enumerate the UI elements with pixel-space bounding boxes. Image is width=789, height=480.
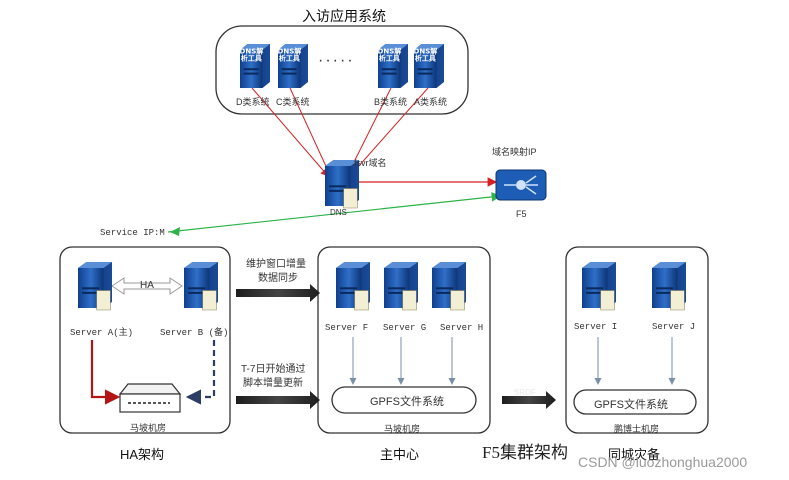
- ha-room-label: 马坡机房: [130, 423, 167, 433]
- server-b-icon: [184, 262, 218, 311]
- server-caption-line1: DNS解: [414, 47, 438, 56]
- main-room-label: 马坡机房: [384, 424, 421, 434]
- server-caption-line1: DNS解: [240, 47, 264, 56]
- sync-maintenance-line1: 维护窗口增量: [246, 259, 306, 270]
- server-f-label: Server F: [325, 323, 369, 333]
- server-caption-line2: 析工具: [415, 54, 436, 63]
- ha-link-label: HA: [140, 280, 154, 291]
- f5-cluster-caption: F5集群架构: [482, 443, 568, 462]
- dr-gpfs-box: [573, 389, 697, 415]
- server-caption-line2: 析工具: [279, 54, 300, 63]
- system-label-b: B类系统: [374, 97, 408, 107]
- server-i-icon: [582, 262, 616, 311]
- server-i-label: Server I: [574, 322, 618, 332]
- service-ip-return-line: [167, 192, 502, 233]
- dr-caption: 同城灾备: [608, 447, 661, 462]
- server-f-icon: [336, 262, 370, 311]
- primary-write-line: [90, 340, 121, 405]
- sync-t7-line2: 脚本增量更新: [243, 378, 303, 389]
- dns-label: DNS: [330, 208, 347, 217]
- ellipsis: ·····: [318, 52, 355, 69]
- main-caption: 主中心: [380, 447, 420, 462]
- f5-device-icon: [495, 169, 547, 201]
- server-h-label: Server H: [440, 323, 484, 333]
- server-caption-line1: DNS解: [278, 47, 302, 56]
- system-label-a: A类系统: [414, 97, 448, 107]
- f5-label: F5: [516, 209, 527, 219]
- server-g-icon: [384, 262, 418, 311]
- watermark: CSDN @luozhonghua2000: [578, 454, 748, 470]
- server-g-label: Server G: [383, 323, 427, 333]
- server-caption-line1: DNS解: [378, 47, 402, 56]
- server-h-icon: [432, 262, 466, 311]
- dr-gpfs-label: GPFS文件系统: [594, 399, 668, 411]
- sync-arrow-maintenance: [236, 284, 320, 302]
- ha-link-arrow: [111, 277, 183, 295]
- srdf-arrow: [502, 391, 556, 409]
- server-j-label: Server J: [652, 322, 696, 332]
- main-gpfs-box: [331, 386, 477, 414]
- system-label-d: D类系统: [236, 97, 270, 107]
- gpfs-write-lines: [349, 337, 676, 385]
- server-a-icon: [78, 262, 112, 311]
- dns-query-lines: [251, 87, 498, 187]
- system-label-c: C类系统: [276, 97, 310, 107]
- sync-arrow-t7: [236, 391, 320, 409]
- ha-caption: HA架构: [120, 447, 165, 462]
- dns-domain-label: fsvr域名: [354, 158, 387, 168]
- main-gpfs-label: GPFS文件系统: [370, 396, 444, 408]
- server-caption-line2: 析工具: [241, 54, 262, 63]
- storage-device-icon: [118, 383, 182, 413]
- top-group-box: [215, 25, 469, 115]
- dr-center-box: [565, 246, 709, 434]
- sync-maintenance-line2: 数据同步: [258, 273, 298, 284]
- sync-t7-line1: T-7日开始通过: [241, 364, 306, 375]
- server-caption-line2: 析工具: [379, 54, 400, 63]
- main-center-box: [317, 246, 491, 434]
- service-ip-label: Service IP:M: [100, 228, 165, 238]
- standby-write-line: [185, 340, 216, 405]
- server-a-label: Server A(主): [70, 328, 134, 338]
- server-b-label: Server B (备): [160, 328, 229, 338]
- server-j-icon: [652, 262, 686, 311]
- f5-mapping-label: 域名映射IP: [492, 147, 537, 157]
- ha-group-box: [59, 246, 231, 434]
- srdf-label: SRDF: [514, 388, 536, 397]
- top-group-title: 入访应用系统: [302, 8, 386, 24]
- dns-server-icon: [325, 160, 359, 209]
- dr-room-label: 鹏博士机房: [614, 424, 660, 434]
